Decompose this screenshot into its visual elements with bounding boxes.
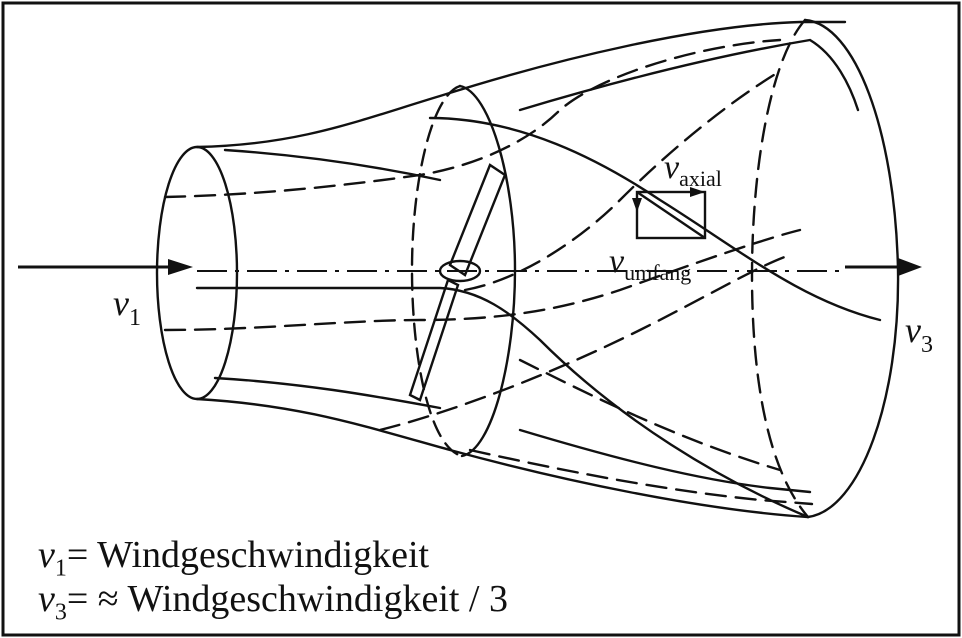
velocity-box (635, 190, 707, 240)
umfang-arrow-head (632, 198, 642, 212)
legend-2-text: = ≈ Windgeschwindigkeit / 3 (66, 578, 508, 620)
legend-1-index: 1 (54, 555, 67, 582)
turbine-hub (438, 259, 482, 283)
turbine-blade-lower (408, 278, 460, 402)
velocity-diagonal (636, 191, 706, 239)
label-vaxial: vaxial (664, 149, 722, 191)
outlet-ellipse-dashed (750, 18, 810, 519)
outflow-arrow-head (898, 258, 922, 276)
streamline-dashed-5 (468, 448, 814, 506)
streamline-solid-6 (518, 428, 812, 494)
tube-outline-top (195, 20, 847, 149)
streamline-solid-4 (428, 116, 882, 322)
legend-2-index: 3 (54, 599, 67, 626)
legend-2-symbol: v (38, 578, 55, 620)
legend-1-symbol: v (38, 534, 55, 576)
streamline-solid-3 (213, 376, 442, 410)
label-vumfang: vumfang (609, 243, 691, 285)
label-v1: v1 (113, 283, 141, 331)
legend-line-2: v3= ≈ Windgeschwindigkeit / 3 (38, 580, 508, 625)
inflow-arrow-head (168, 259, 193, 275)
streamline-solid-1 (223, 148, 442, 182)
streamline-dashed-4 (378, 253, 792, 432)
legend-line-1: v1= Windgeschwindigkeit (38, 536, 429, 581)
tube-outline-bottom (195, 397, 810, 519)
label-v3: v3 (905, 310, 933, 358)
velocity-triangle (635, 190, 707, 240)
streamline-dashed-1 (163, 38, 782, 199)
legend-1-text: = Windgeschwindigkeit (66, 534, 430, 576)
rotor-plane-dashed (410, 84, 464, 458)
streamline-dashed-2 (163, 228, 802, 332)
streamline-solid-5 (518, 38, 860, 112)
streamline-dashed-6 (518, 358, 782, 472)
streamline-dashed-3 (463, 68, 784, 292)
axial-arrow-head (690, 187, 705, 197)
